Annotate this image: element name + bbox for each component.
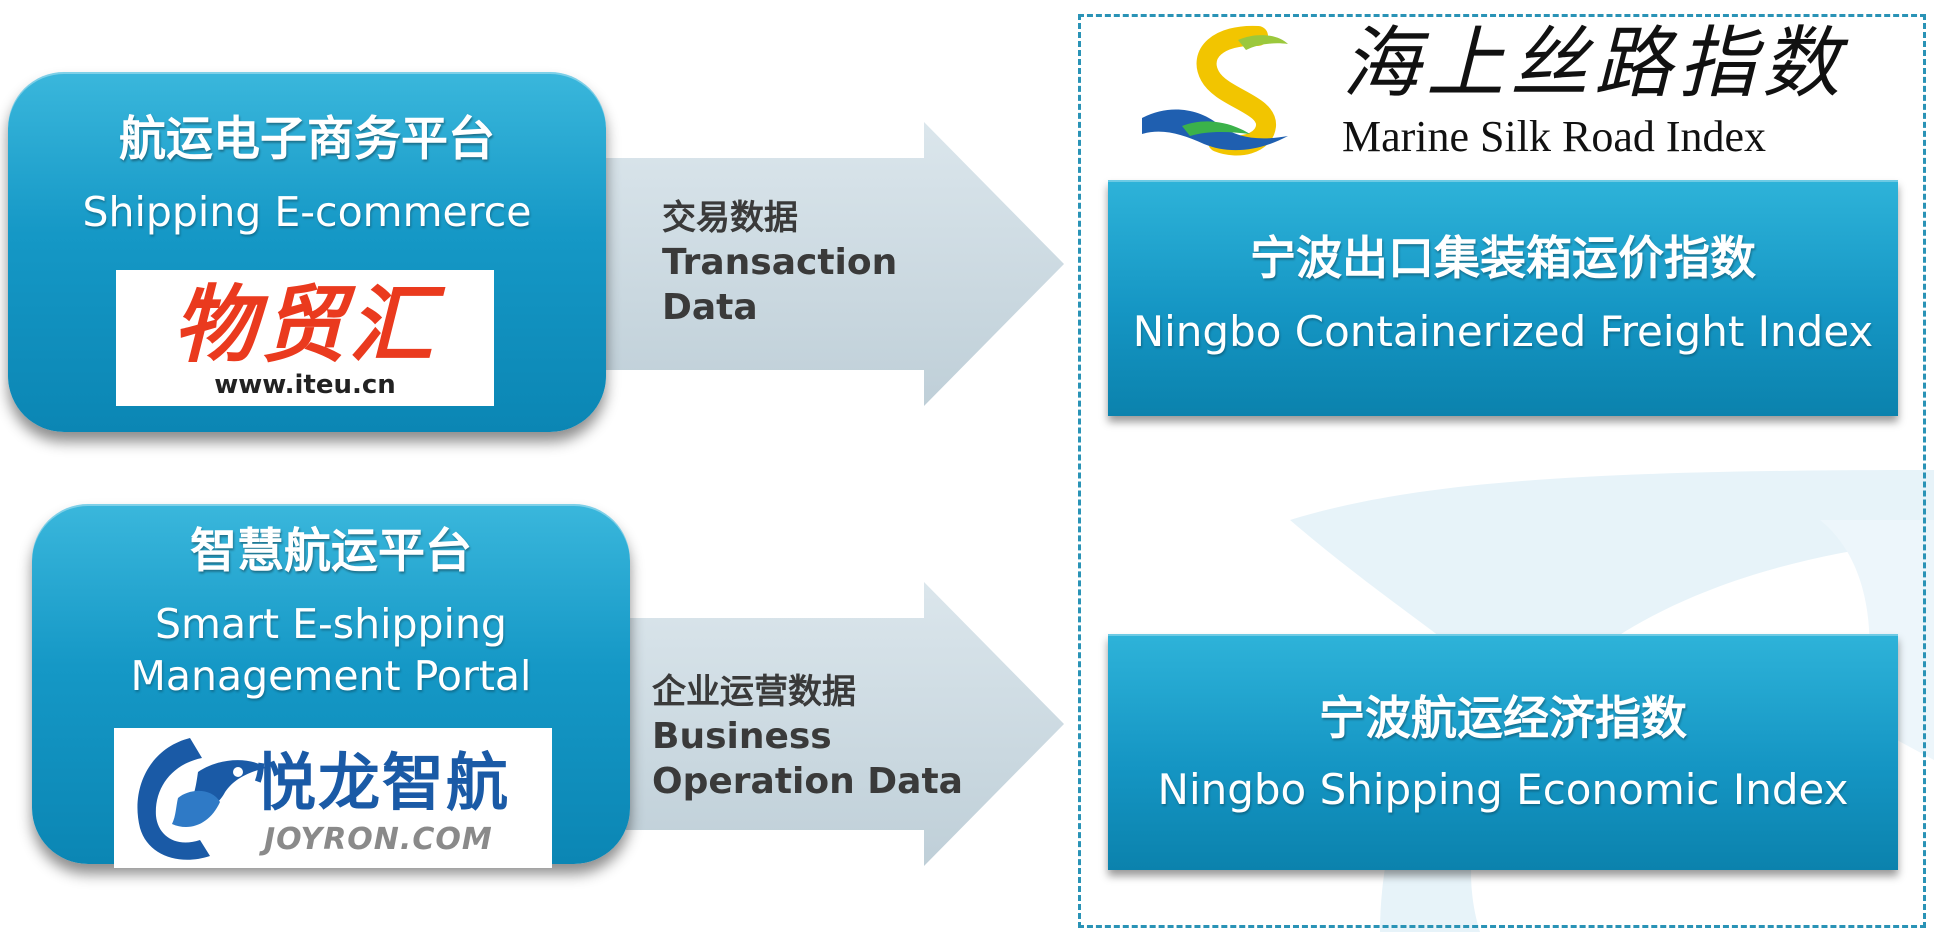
flow-label-operation: 企业运营数据 Business Operation Data bbox=[652, 670, 963, 804]
joyron-emblem-icon bbox=[137, 738, 266, 860]
brand-title-en: Marine Silk Road Index bbox=[1342, 112, 1767, 161]
index-shipping-economic: 宁波航运经济指数 Ningbo Shipping Economic Index bbox=[1108, 634, 1898, 870]
platform-smart-eshipping: 智慧航运平台 Smart E-shipping Management Porta… bbox=[32, 504, 630, 868]
flow-label-transaction: 交易数据 Transaction Data bbox=[662, 196, 897, 330]
flow-label-en-line2: Operation Data bbox=[652, 761, 963, 802]
flow-arrow-operation bbox=[626, 582, 1064, 866]
marine-silk-road-emblem-icon bbox=[1142, 25, 1288, 156]
flow-arrow-transaction bbox=[602, 122, 1064, 406]
index-ncfi: 宁波出口集装箱运价指数 Ningbo Containerized Freight… bbox=[1108, 180, 1898, 416]
index-title-zh: 宁波航运经济指数 bbox=[1319, 691, 1687, 745]
index-panel bbox=[1078, 14, 1926, 928]
joyron-logo-url: JOYRON.COM bbox=[264, 822, 493, 857]
flow-label-en-line2: Data bbox=[662, 287, 758, 328]
flow-label-en-line1: Transaction bbox=[662, 242, 898, 283]
platform-title-en-line1: Smart E-shipping bbox=[155, 600, 507, 648]
iteu-logo-text: 物贸汇 bbox=[172, 276, 437, 374]
platform-title-en-line2: Management Portal bbox=[130, 652, 532, 700]
platform-shipping-ecommerce: 航运电子商务平台 Shipping E-commerce 物贸汇 www.ite… bbox=[8, 72, 606, 432]
flow-label-en-line1: Business bbox=[652, 716, 832, 757]
platform-title-en: Shipping E-commerce bbox=[82, 188, 532, 236]
platform-title-zh: 航运电子商务平台 bbox=[119, 112, 495, 167]
index-title-zh: 宁波出口集装箱运价指数 bbox=[1250, 231, 1756, 285]
brand-title-zh: 海上丝路指数 bbox=[1342, 19, 1847, 109]
platform-title-zh: 智慧航运平台 bbox=[190, 524, 472, 579]
joyron-logo: 悦龙智航 JOYRON.COM bbox=[114, 728, 552, 868]
platform-title-en: Smart E-shipping Management Portal bbox=[32, 598, 630, 702]
iteu-logo-url: www.iteu.cn bbox=[214, 370, 396, 400]
joyron-logo-text: 悦龙智航 bbox=[254, 746, 511, 819]
index-title-en: Ningbo Shipping Economic Index bbox=[1157, 765, 1849, 814]
flow-label-zh: 交易数据 bbox=[662, 198, 798, 238]
flow-label-zh: 企业运营数据 bbox=[652, 672, 856, 712]
index-title-en: Ningbo Containerized Freight Index bbox=[1132, 307, 1874, 356]
iteu-logo: 物贸汇 www.iteu.cn bbox=[116, 270, 494, 406]
